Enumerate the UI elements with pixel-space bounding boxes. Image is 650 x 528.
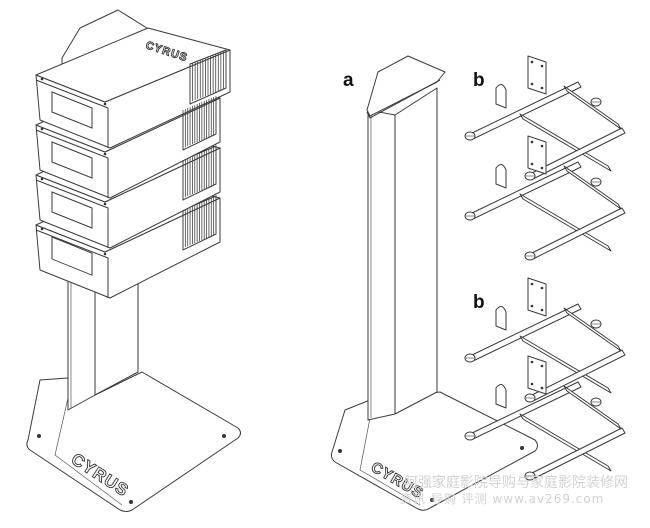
part-label-b-lower: b [473,292,485,313]
part-label-a: a [343,70,354,91]
bracket-side-rod [563,85,622,130]
watermark-line-2: 资讯 导购 评测 www.av269.com [400,492,605,506]
bracket-rod [469,81,582,140]
watermark-line-1: 阿强家庭影院导购与家庭影院装修网 [404,475,628,491]
bracket-crossbar [519,193,612,252]
part-label-b-upper: b [473,70,485,91]
heatsink-hatching [182,50,227,248]
bracket-rod [469,381,582,440]
bracket-side-rod [563,385,622,430]
part-b-brackets-lower [464,277,626,481]
bracket-rod [469,303,582,362]
bracket-plate [527,355,547,395]
bracket-crossbar [519,335,612,394]
bracket-side-rod [563,165,622,210]
bracket-tab [495,84,507,109]
part-b-brackets-upper [464,55,626,261]
part-a-column: CYRUS [330,55,538,511]
bracket-plate [527,135,547,175]
base-plate [26,371,241,512]
bracket-crossbar [519,413,612,472]
bracket-plate [527,55,547,95]
bracket-tab [495,306,507,331]
bracket-side-rod [563,307,622,352]
bracket-tab [495,164,507,189]
bracket-crossbar [519,113,612,172]
assembled-stand: CYRUS [26,9,241,512]
bracket-tab [495,384,507,409]
bracket-rod [469,161,582,220]
part-a-base-plate [330,391,538,511]
bracket-plate [527,277,547,317]
stacked-unit: CYRUS [35,27,231,149]
